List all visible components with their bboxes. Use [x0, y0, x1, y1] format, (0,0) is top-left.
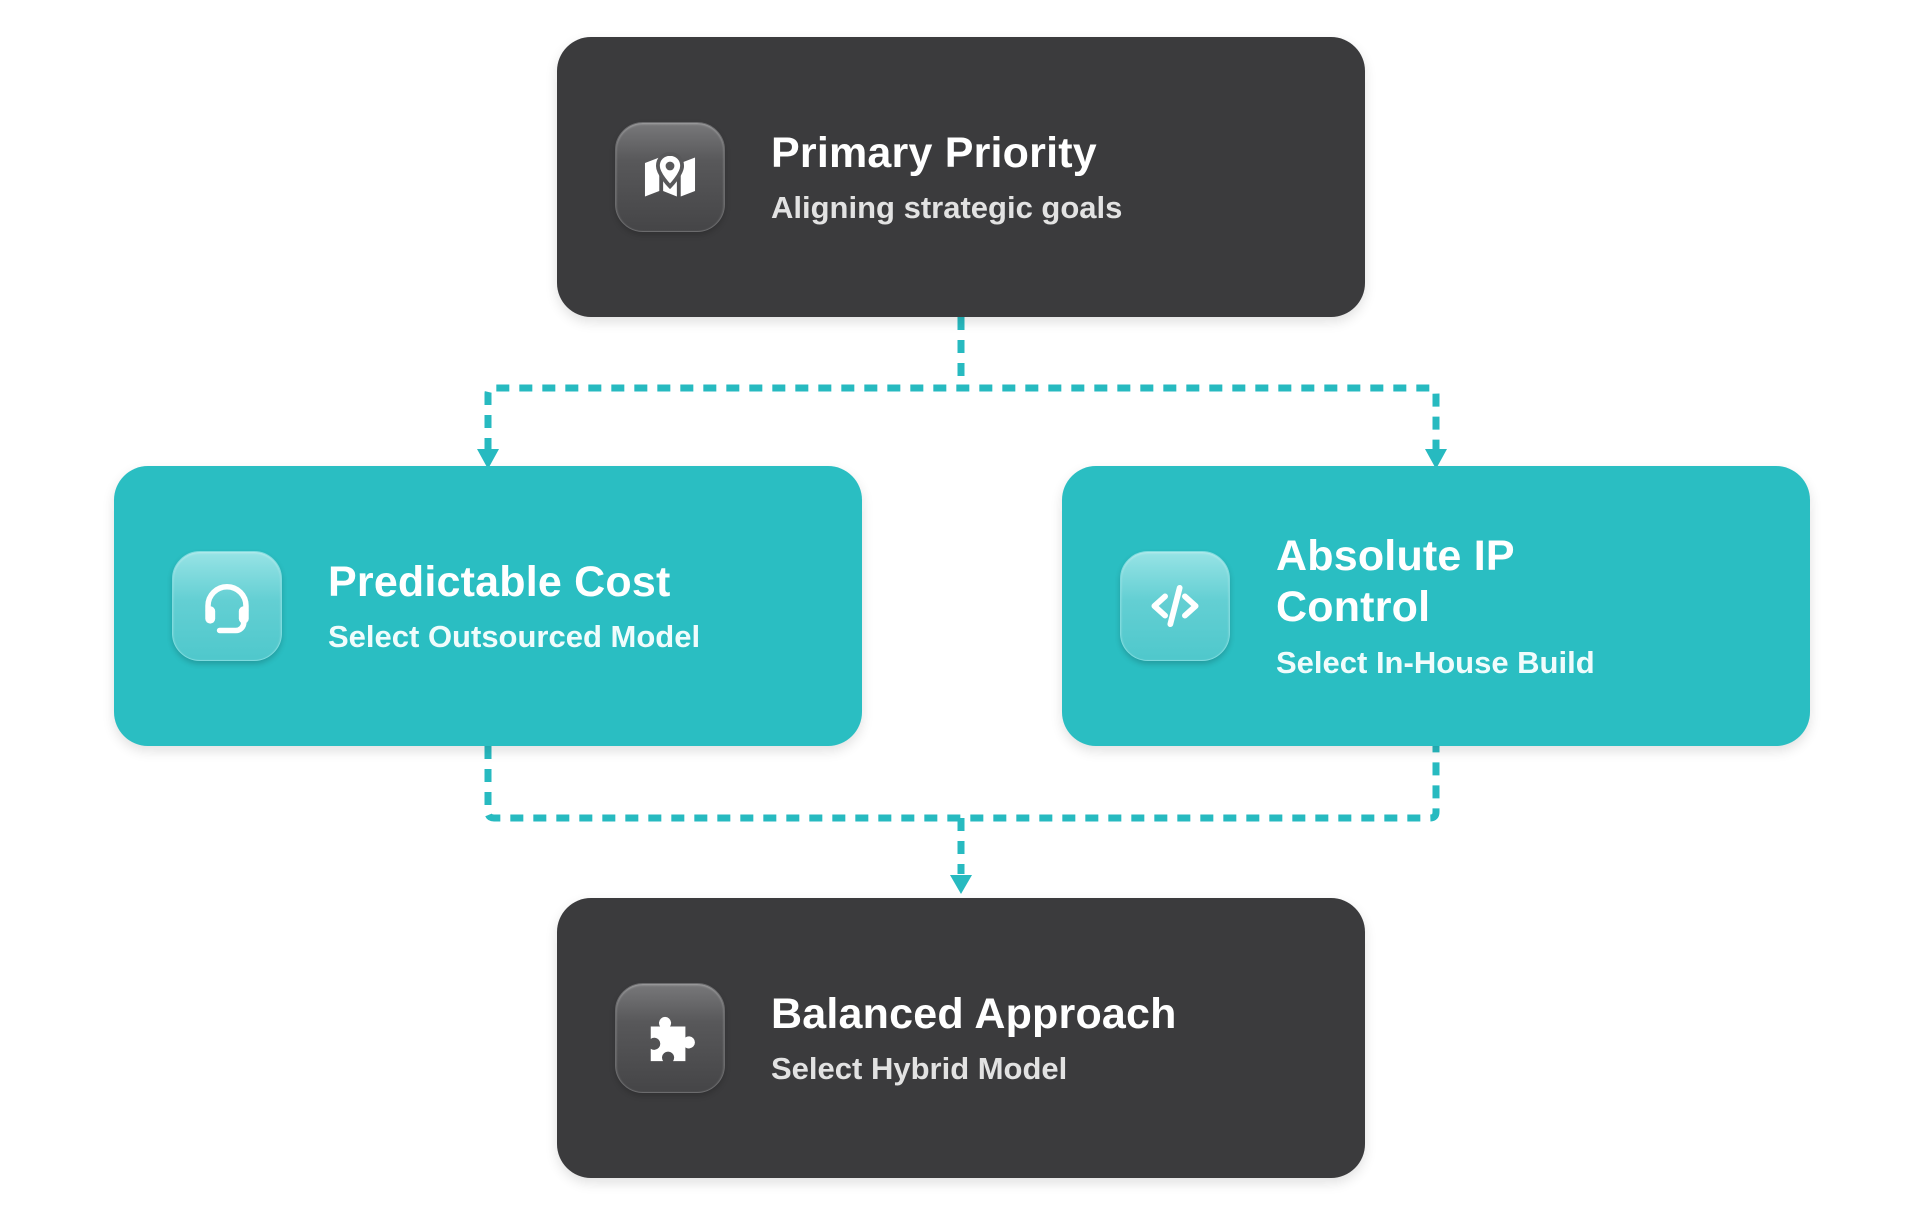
node-title: Primary Priority: [771, 128, 1097, 177]
node-subtitle: Aligning strategic goals: [771, 190, 1123, 226]
puzzle-icon: [615, 983, 725, 1093]
node-title: Predictable Cost: [328, 557, 671, 606]
node-subtitle: Select In-House Build: [1276, 645, 1595, 680]
connector-bottom-merge: [484, 746, 1440, 822]
node-primary-priority: Primary Priority Aligning strategic goal…: [557, 37, 1365, 317]
connector-top-split: [484, 384, 1440, 451]
code-icon: [1120, 551, 1230, 661]
node-absolute-ip-control: Absolute IP Control Select In-House Buil…: [1062, 466, 1810, 746]
arrow-down-center-icon: [950, 875, 972, 894]
headset-icon: [172, 551, 282, 661]
node-balanced-approach: Balanced Approach Select Hybrid Model: [557, 898, 1365, 1178]
node-predictable-cost: Predictable Cost Select Outsourced Model: [114, 466, 862, 746]
node-subtitle: Select Hybrid Model: [771, 1051, 1068, 1087]
node-subtitle: Select Outsourced Model: [328, 619, 701, 655]
map-location-icon: [615, 122, 725, 232]
node-title: Absolute IP Control: [1276, 531, 1514, 632]
node-title: Balanced Approach: [771, 989, 1177, 1038]
